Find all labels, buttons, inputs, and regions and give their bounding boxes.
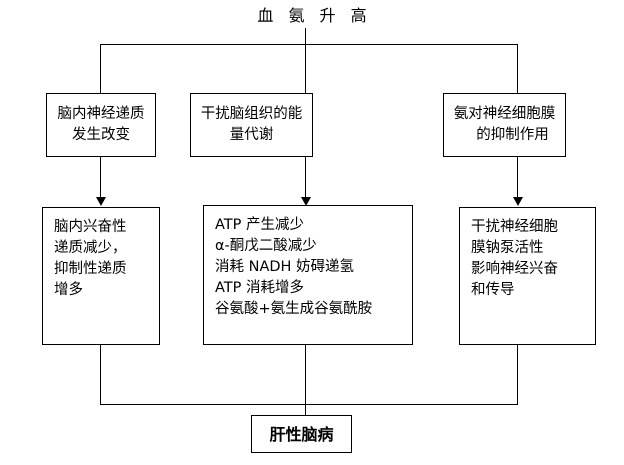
mechanism-box-1[interactable]: 脑内神经递质 发生改变 (46, 93, 156, 157)
connector-bottom-drop-right (517, 345, 518, 404)
mechanism-box-3-line-2: 的抑制作用 (476, 127, 549, 143)
arrowhead-1 (96, 197, 106, 206)
connector-top-drop-left (100, 44, 101, 93)
arrowhead-2 (301, 197, 311, 206)
connector-title-stem (305, 28, 306, 44)
effect-box-1-line-3: 抑制性递质 (54, 261, 127, 277)
mechanism-box-3-line-1: 氨对神经细胞膜 (453, 106, 556, 122)
effect-box-2[interactable]: ATP 产生减少 α-酮戊二酸减少 消耗 NADH 妨碍递氢 ATP 消耗增多 … (203, 205, 413, 345)
connector-top-drop-right (517, 44, 518, 93)
effect-box-1-line-2: 递质减少， (54, 240, 127, 256)
connector-bottom-drop-center (305, 345, 306, 404)
effect-box-2-line-1: ATP 产生减少 (215, 217, 305, 233)
mechanism-box-3[interactable]: 氨对神经细胞膜 的抑制作用 (443, 93, 566, 157)
outcome-box[interactable]: 肝性脑病 (251, 415, 352, 453)
connector-arrow-shaft-3 (517, 157, 518, 201)
effect-box-3-line-2: 膜钠泵活性 (471, 240, 544, 256)
connector-arrow-shaft-1 (100, 157, 101, 201)
connector-top-bus (100, 44, 518, 45)
connector-arrow-shaft-2 (305, 157, 306, 201)
connector-top-drop-center (305, 44, 306, 93)
effect-box-1[interactable]: 脑内兴奋性 递质减少， 抑制性递质 增多 (42, 207, 160, 345)
effect-box-1-line-4: 增多 (54, 282, 83, 298)
effect-box-2-line-4: ATP 消耗增多 (215, 280, 305, 296)
effect-box-2-line-5: 谷氨酸+氨生成谷氨酰胺 (215, 301, 373, 317)
mechanism-box-2[interactable]: 干扰脑组织的能 量代谢 (190, 93, 313, 157)
mechanism-box-1-line-1: 脑内神经递质 (57, 106, 145, 122)
connector-outcome-stem (305, 404, 306, 416)
connector-bottom-bus (100, 404, 518, 405)
arrowhead-3 (513, 197, 523, 206)
effect-box-1-line-1: 脑内兴奋性 (54, 219, 127, 235)
effect-box-3[interactable]: 干扰神经细胞 膜钠泵活性 影响神经兴奋 和传导 (459, 207, 596, 345)
effect-box-3-line-3: 影响神经兴奋 (471, 261, 558, 277)
effect-box-2-line-2: α-酮戊二酸减少 (215, 238, 317, 254)
mechanism-box-2-line-2: 量代谢 (229, 127, 274, 143)
outcome-label: 肝性脑病 (269, 424, 334, 444)
connector-bottom-drop-left (100, 345, 101, 404)
effect-box-3-line-4: 和传导 (471, 282, 515, 298)
effect-box-2-line-3: 消耗 NADH 妨碍递氢 (215, 259, 355, 275)
diagram-title: 血 氨 升 高 (257, 6, 372, 25)
mechanism-box-1-line-2: 发生改变 (72, 127, 130, 143)
effect-box-3-line-1: 干扰神经细胞 (471, 219, 558, 235)
mechanism-box-2-line-1: 干扰脑组织的能 (200, 106, 303, 122)
